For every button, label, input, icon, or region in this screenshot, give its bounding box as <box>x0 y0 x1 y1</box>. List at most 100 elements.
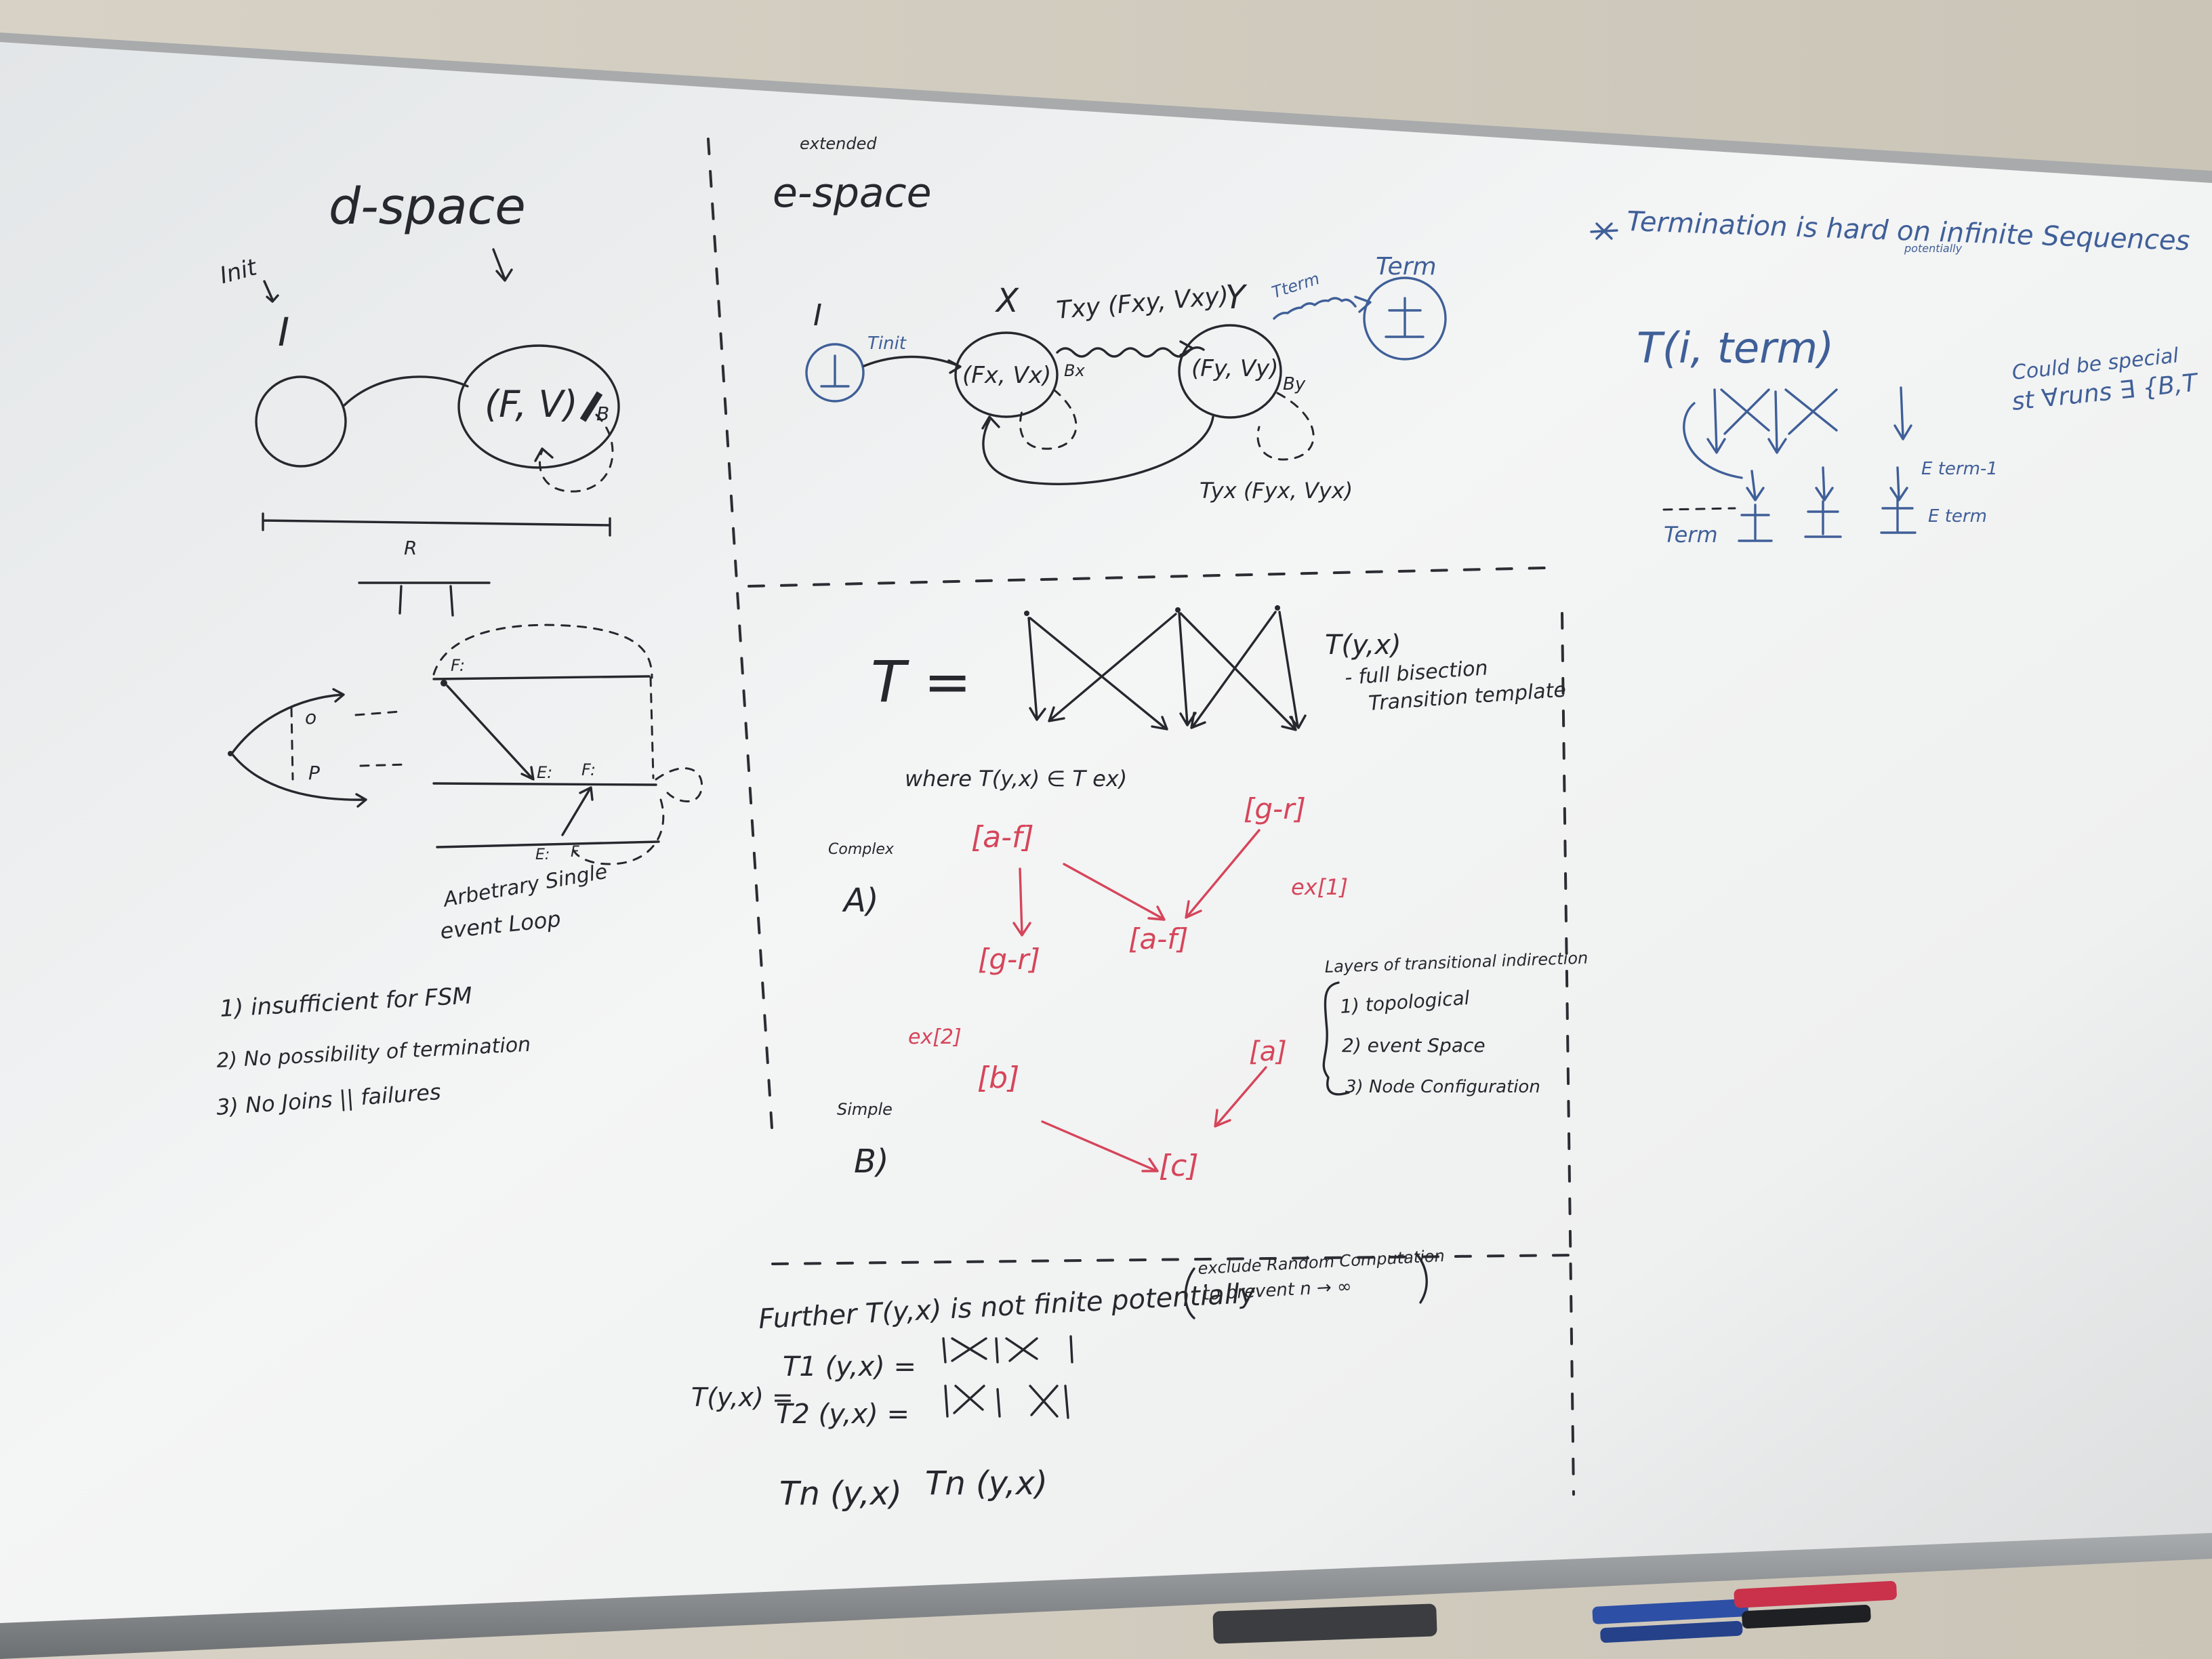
tn-1: Tn (y,x) <box>779 1475 902 1513</box>
y-node-label: (Fy, Vy) <box>1191 355 1279 382</box>
t-equals: T = <box>871 649 971 715</box>
e-low-label: E: <box>535 846 550 863</box>
term-label: Term <box>1376 253 1437 281</box>
tinit-label: Tinit <box>867 333 907 354</box>
transitions-section: T = T(y,x) - full bisection Transition t… <box>828 605 1589 1183</box>
t-term-label: T(i, term) <box>1637 323 1834 373</box>
bisection-graph <box>1024 605 1307 731</box>
red-arrow-af-af <box>1063 863 1166 921</box>
fork-lower <box>230 752 367 808</box>
state-node-label: (F, V) <box>485 383 578 426</box>
bx-label: Bx <box>1064 361 1085 380</box>
tinit-edge <box>863 355 962 374</box>
e-space-title: e-space <box>773 169 932 217</box>
where-label: where T(y,x) ∈ T ex) <box>905 766 1127 792</box>
e-term-2-label: E term <box>1928 506 1987 527</box>
fork-dot <box>228 751 233 756</box>
t1-eq: T1 (y,x) = <box>783 1351 916 1382</box>
right-vertical <box>649 676 655 779</box>
b-label-simple: B) <box>854 1143 889 1181</box>
tyx-label: Tyx (Fyx, Vyx) <box>1200 478 1353 504</box>
red-af-top: [a-f] <box>971 820 1034 855</box>
range-line <box>262 512 611 537</box>
red-c: [c] <box>1159 1149 1199 1183</box>
b-label: B <box>596 403 609 425</box>
tterm-wavy-edge <box>1273 295 1372 320</box>
p-label: P <box>308 762 320 784</box>
red-gr-low: [g-r] <box>978 943 1040 976</box>
diag-arrow <box>446 684 535 781</box>
p-arrow-dashed <box>359 763 408 767</box>
fork-vertical <box>290 707 294 781</box>
init-bottom-glyph <box>820 354 850 388</box>
y-self-loop <box>1256 392 1315 461</box>
line-top <box>432 675 651 680</box>
right-loop <box>655 767 703 802</box>
red-ex2: ex[2] <box>908 1025 962 1049</box>
t-yx-lhs: T(y,x) = <box>691 1382 794 1412</box>
y-label: Y <box>1225 279 1248 316</box>
init-arrow <box>263 280 279 303</box>
fork-upper <box>230 688 345 755</box>
title-arrow <box>492 248 513 282</box>
blue-marker <box>1592 1599 1748 1624</box>
top-loop-arc <box>432 623 653 679</box>
y-node-circle <box>1178 324 1282 419</box>
marker-group <box>1592 1580 1897 1643</box>
txy-wavy-edge <box>1056 340 1205 358</box>
red-af-low: [a-f] <box>1128 922 1188 956</box>
init-edge <box>343 375 469 407</box>
red-marker <box>1734 1580 1897 1608</box>
whiteboard-surface <box>0 42 2212 1654</box>
up-arrow <box>561 786 594 836</box>
d-space-title: d-space <box>329 178 526 236</box>
init-node-label: I <box>278 309 289 355</box>
term-node-blue <box>1363 276 1447 361</box>
x-self-loop <box>1019 388 1078 450</box>
termination-graph <box>1662 386 1917 542</box>
red-arrow-b-c <box>1041 1120 1159 1172</box>
term-right-label: Term <box>1664 522 1718 548</box>
self-loop <box>539 413 614 493</box>
e-mid-label: E: <box>537 763 552 782</box>
t2-graph <box>944 1385 1069 1419</box>
red-ex1: ex[1] <box>1291 874 1348 900</box>
layer-2: 2) event Space <box>1342 1034 1486 1057</box>
o-arrow-dashed <box>354 710 401 716</box>
tn-2: Tn (y,x) <box>925 1465 1048 1502</box>
x-node-label: (Fx, Vx) <box>962 362 1051 389</box>
x-node-circle <box>954 331 1059 418</box>
further-paren-left <box>1184 1267 1195 1319</box>
b-boundary-mark <box>579 391 603 422</box>
extended-label: extended <box>800 134 877 153</box>
line-low <box>436 840 660 848</box>
top-dot <box>441 680 447 687</box>
layer-3: 3) Node Configuration <box>1345 1077 1540 1097</box>
r-label: R <box>404 537 417 559</box>
o-label: o <box>305 706 316 729</box>
vertical-divider-left <box>707 138 774 1140</box>
red-b: [b] <box>977 1061 1019 1095</box>
bottom-loop-arc <box>571 798 665 865</box>
red-arrow-a-c <box>1214 1066 1267 1128</box>
self-loop-arrow <box>534 447 554 462</box>
by-label: By <box>1283 374 1306 394</box>
e-term-1-label: E term-1 <box>1921 459 1998 479</box>
red-arrow-af-gr <box>1012 867 1031 937</box>
layers-brace <box>1322 981 1350 1096</box>
marker-tray <box>0 1533 2212 1659</box>
state-node-circle <box>457 344 620 469</box>
eraser <box>1212 1603 1437 1644</box>
potentially-note: potentially <box>1904 242 1963 255</box>
star-mark <box>1590 222 1618 240</box>
x-label: X <box>994 282 1019 320</box>
tyx-return-edge <box>981 415 1214 485</box>
further-paren-right <box>1415 1252 1428 1304</box>
f-mid-label: F: <box>581 760 596 779</box>
tyx-side-label: T(y,x) <box>1325 630 1401 661</box>
term-glyph <box>1385 297 1425 338</box>
t1-graph <box>942 1335 1073 1364</box>
a-label: A) <box>842 882 879 920</box>
horizontal-divider-middle <box>747 567 1547 588</box>
